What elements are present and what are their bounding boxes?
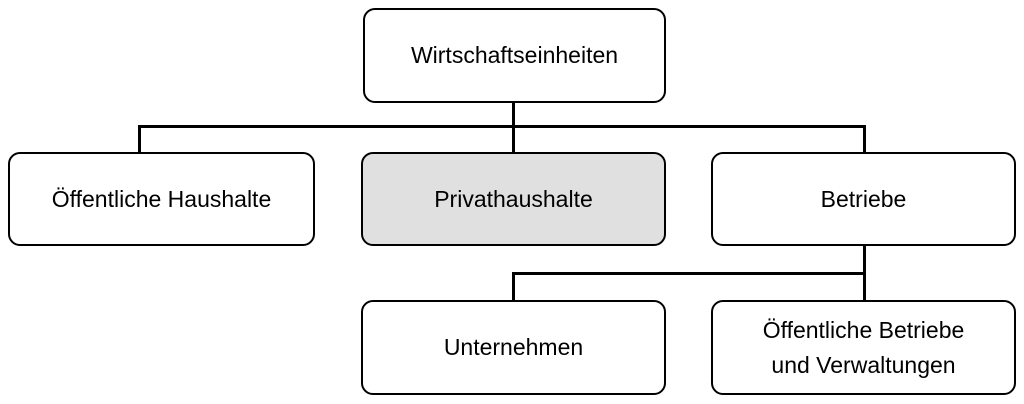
connector-row3-horizontal [512, 272, 866, 275]
node-betriebe: Betriebe [711, 152, 1016, 246]
node-label-privathaushalte: Privathaushalte [434, 185, 593, 212]
connector-drop-betriebe [863, 125, 866, 152]
node-wirtschaftseinheiten: Wirtschaftseinheiten [363, 8, 666, 103]
node-oeffentliche-haushalte: Öffentliche Haushalte [8, 152, 315, 246]
connector-row2-horizontal [138, 125, 866, 128]
node-label-line-1: Öffentliche Betriebe [762, 317, 965, 343]
node-unternehmen: Unternehmen [361, 300, 666, 395]
connector-drop-oeffentliche-haushalte [138, 125, 141, 152]
node-privathaushalte: Privathaushalte [361, 152, 666, 246]
node-label-wirtschaftseinheiten: Wirtschaftseinheiten [410, 42, 619, 69]
node-label-line-2: und Verwaltungen [771, 351, 956, 378]
node-label-oeffentliche-haushalte: Öffentliche Haushalte [51, 185, 272, 212]
node-label-betriebe: Betriebe [820, 185, 907, 212]
connector-drop-unternehmen [512, 272, 515, 300]
node-label-unternehmen: Unternehmen [443, 334, 584, 361]
node-label-oeffentliche-betriebe-und-verwaltungen: Öffentliche Betriebe und Verwaltungen [763, 313, 965, 382]
node-oeffentliche-betriebe-und-verwaltungen: Öffentliche Betriebe und Verwaltungen [711, 300, 1016, 395]
